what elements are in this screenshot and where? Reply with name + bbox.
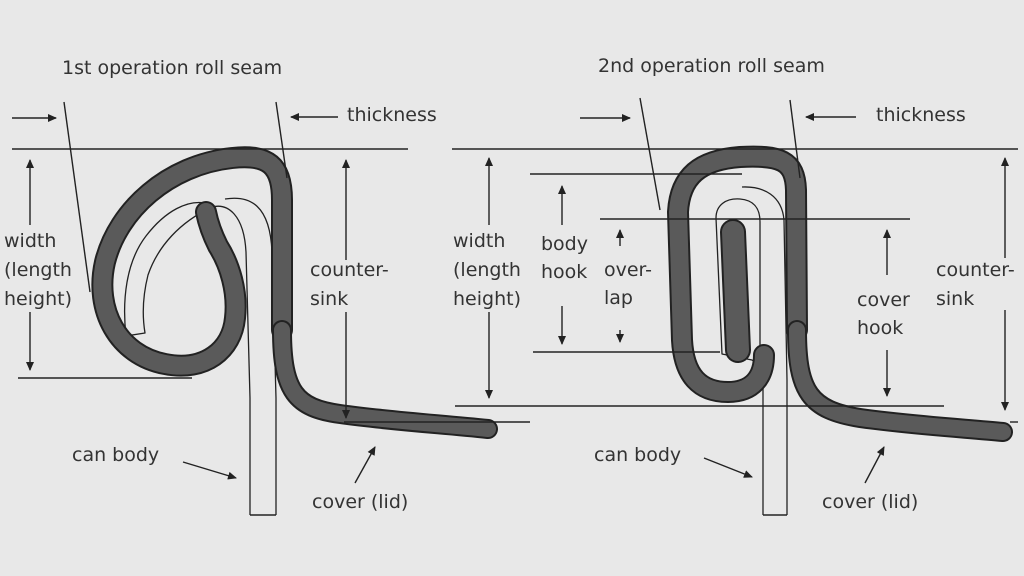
countersink-label-line1: counter- [310,259,389,281]
width-label-line3: height) [4,288,72,310]
thickness-label: thickness [876,104,966,126]
width-label-line2: (length [4,259,72,281]
can-body-wall-right [741,186,788,515]
second-operation-diagram: 2nd operation roll seam [452,55,1018,516]
first-operation-title: 1st operation roll seam [62,57,282,79]
cover-lid-shape [91,146,498,439]
cover-lid-shape [667,145,1013,442]
body-hook-label-line1: body [541,233,588,255]
overlap-label-line1: over- [604,259,652,281]
countersink-label-line2: sink [936,288,974,310]
cover-hook-label-line1: cover [857,289,910,311]
width-label-line1: width [453,230,505,252]
cover-lid-label: cover (lid) [312,491,408,513]
countersink-label-line2: sink [310,288,348,310]
width-label-line2: (length [453,259,521,281]
countersink-label-line1: counter- [936,259,1015,281]
can-body-wall-left [211,205,251,515]
cover-hook-label-line2: hook [857,317,903,339]
body-hook-shape [720,219,751,363]
first-operation-diagram: 1st operation roll seam thickness [4,57,530,516]
second-operation-title: 2nd operation roll seam [598,55,825,77]
body-hook-label-line2: hook [541,261,587,283]
overlap-label-line2: lap [604,287,633,309]
can-body-label: can body [594,444,681,466]
thickness-label: thickness [347,104,437,126]
cover-lid-label: cover (lid) [822,491,918,513]
width-label-line1: width [4,230,56,252]
can-body-label: can body [72,444,159,466]
width-label-line3: height) [453,288,521,310]
